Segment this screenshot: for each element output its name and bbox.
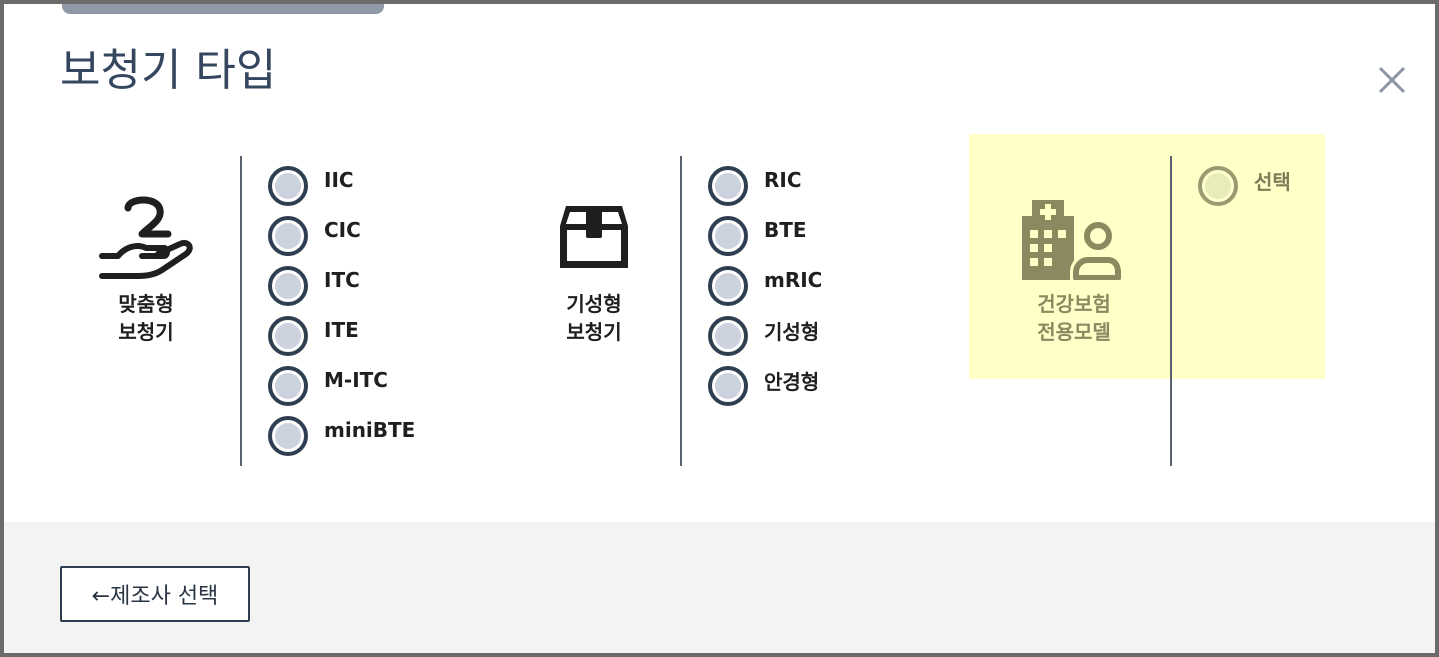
option-bte[interactable]: BTE [708,216,807,256]
option-cic[interactable]: CIC [268,216,361,256]
box-icon [558,200,630,272]
divider [240,156,242,466]
group-ready-made-label: 기성형 보청기 [546,290,642,346]
radio-button[interactable] [268,216,308,256]
option-ite[interactable]: ITE [268,316,359,356]
option-label: BTE [764,218,807,242]
option-label: 기성형 [764,319,820,344]
option-label: M-ITC [324,368,388,392]
radio-button[interactable] [708,366,748,406]
group-insurance-label-line1: 건강보험 [1037,292,1111,316]
option-label: ITC [324,268,360,292]
option-select[interactable]: 선택 [1198,166,1291,206]
radio-button[interactable] [1198,166,1238,206]
group-ready-made-label-line2: 보청기 [566,320,622,344]
option-label: 선택 [1254,169,1291,194]
option-label: 안경형 [764,369,820,394]
option-label: mRIC [764,268,823,292]
divider [1170,156,1172,466]
hospital-user-icon [1018,196,1124,281]
option-label: CIC [324,218,361,242]
option-itc[interactable]: ITC [268,266,360,306]
hand-holding-icon [98,196,194,280]
group-insurance-label: 건강보험 전용모델 [1014,290,1134,346]
option-iic[interactable]: IIC [268,166,354,206]
drag-handle [62,4,384,14]
group-custom-label-line2: 보청기 [118,320,174,344]
option-ready-made[interactable]: 기성형 [708,316,819,356]
option-label: RIC [764,168,802,192]
radio-button[interactable] [268,166,308,206]
option-mric[interactable]: mRIC [708,266,822,306]
radio-button[interactable] [708,166,748,206]
group-insurance-label-line2: 전용모델 [1037,320,1111,344]
divider [680,156,682,466]
close-icon [1378,66,1406,94]
radio-button[interactable] [268,266,308,306]
option-ric[interactable]: RIC [708,166,802,206]
option-glasses-type[interactable]: 안경형 [708,366,819,406]
radio-button[interactable] [268,416,308,456]
option-label: miniBTE [324,418,416,442]
option-label: IIC [324,168,354,192]
group-ready-made-label-line1: 기성형 [566,292,622,316]
option-m-itc[interactable]: M-ITC [268,366,388,406]
radio-button[interactable] [268,316,308,356]
radio-button[interactable] [708,266,748,306]
close-button[interactable] [1372,60,1412,100]
option-minibte[interactable]: miniBTE [268,416,415,456]
group-custom-label-line1: 맞춤형 [118,292,174,316]
radio-button[interactable] [268,366,308,406]
radio-button[interactable] [708,316,748,356]
group-custom-label: 맞춤형 보청기 [98,290,194,346]
page-title: 보청기 타입 [60,45,277,96]
radio-button[interactable] [708,216,748,256]
dialog-footer: ←제조사 선택 [4,522,1435,653]
option-label: ITE [324,318,359,342]
back-to-manufacturer-button[interactable]: ←제조사 선택 [60,566,250,622]
